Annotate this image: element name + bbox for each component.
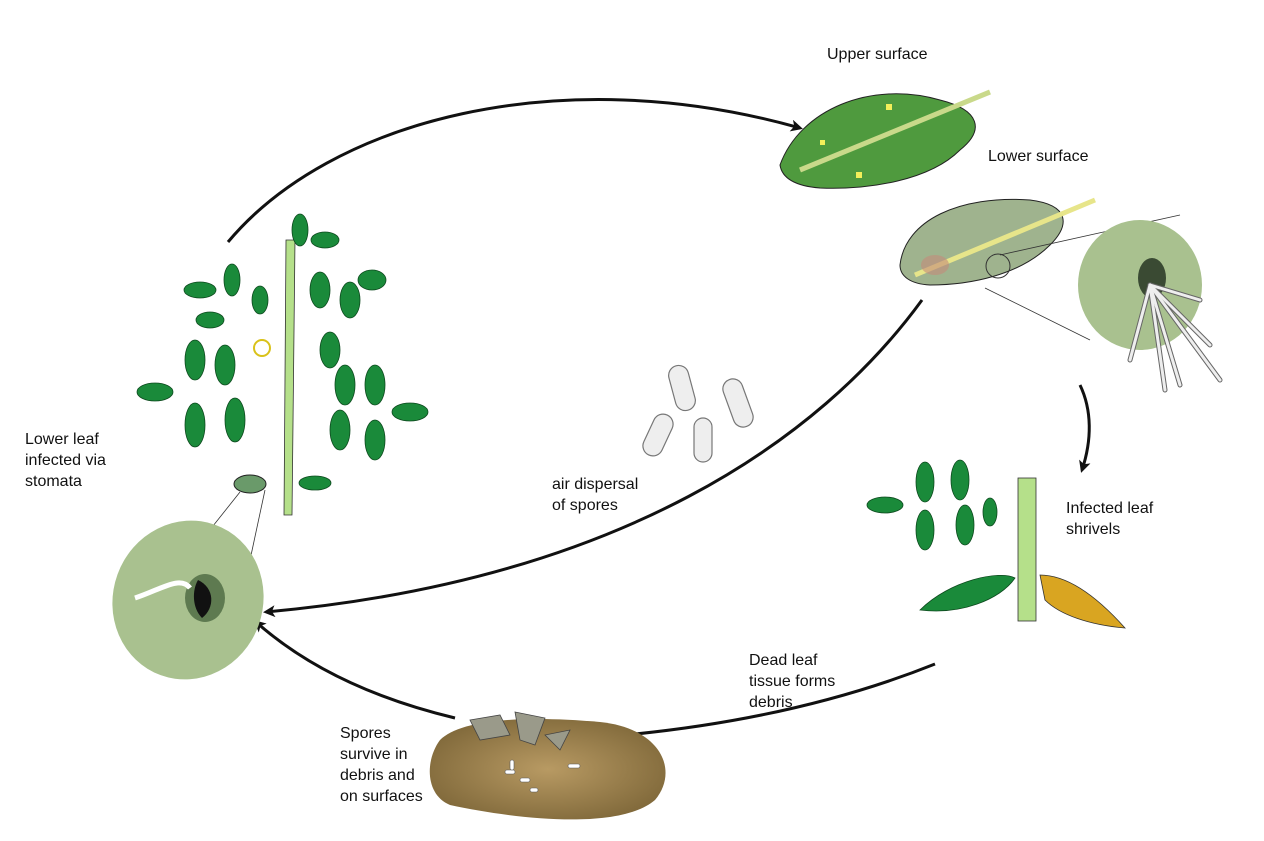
label-infected-leaf-shrivels: Infected leaf shrivels [1066, 500, 1154, 538]
label-lower-leaf-infected: Lower leaf infected via stomata [25, 431, 106, 490]
arrow-debris-to-infection [253, 620, 456, 720]
label-upper-surface: Upper surface [827, 46, 928, 63]
arrow-lower-leaf-to-infection [263, 299, 924, 618]
soil-debris [429, 711, 666, 820]
label-dead-leaf-debris: Dead leaf tissue forms debris [749, 652, 836, 711]
arrow-lower-leaf-to-shrivel [1078, 384, 1091, 473]
label-air-dispersal: air dispersal of spores [552, 476, 639, 514]
lower-surface-leaf [899, 197, 1181, 341]
label-spores-survive: Spores survive in debris and on surfaces [340, 725, 423, 805]
label-lower-surface: Lower surface [988, 148, 1089, 165]
stomata-infection-inset [112, 520, 264, 680]
shriveled-leaf-plant [866, 459, 1126, 629]
upper-surface-leaf [779, 89, 991, 189]
sporulating-stomata-inset [1078, 220, 1223, 393]
arrow-plant-to-upper-leaf [226, 98, 803, 243]
airborne-spores [642, 364, 754, 463]
